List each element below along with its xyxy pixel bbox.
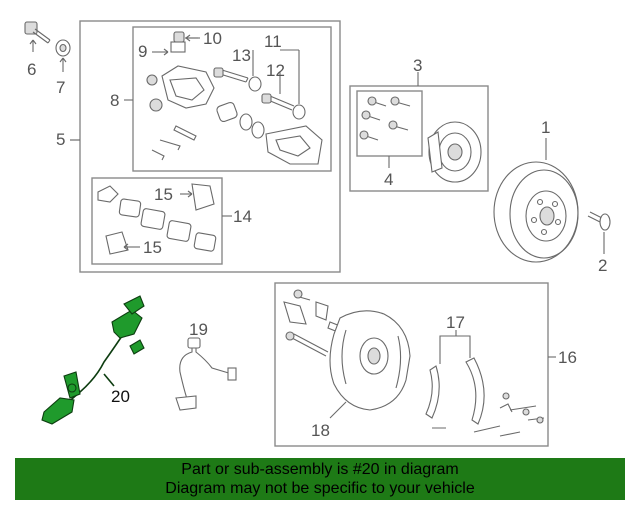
part-info-banner: Part or sub-assembly is #20 in diagram D… [15,458,625,500]
parking-brake-shoes-illustration [425,357,485,425]
callout-6: 6 [27,60,36,79]
callout-12: 12 [266,61,285,80]
backing-plate-illustration [329,310,411,411]
caliper-detail-box [132,26,332,172]
pin-clips-illustration [151,125,197,161]
pad-kit-box [91,177,223,265]
callout-9: 9 [138,42,147,61]
part-20-highlighted-illustration [41,295,145,425]
callout-15b: 15 [143,238,162,257]
sensor-19-illustration [175,337,237,411]
banner-line-disclaimer: Diagram may not be specific to your vehi… [165,480,475,497]
banner-line-part: Part or sub-assembly is #20 in diagram [181,461,459,478]
brake-rotor-illustration [493,161,579,263]
bleeder-screw-illustration [170,31,198,53]
callout-16: 16 [558,348,577,367]
hub-assembly-box [349,85,489,192]
callout-11: 11 [264,32,282,51]
caliper-assembly-box [79,20,341,273]
caliper-body-illustration [146,65,215,112]
callout-15a: 15 [154,185,173,204]
wheel-hub-illustration [427,121,482,183]
piston-seal-illustration [216,101,265,139]
rotor-screw-illustration [587,211,611,231]
parts-diagram: 1 2 3 4 5 6 7 8 9 10 11 12 13 14 15 15 1… [24,20,611,447]
callout-2: 2 [598,256,607,275]
hub-bolts-illustration [359,96,411,141]
callout-17: 17 [446,313,465,332]
shoe-springs-illustration [432,392,545,437]
callout-13: 13 [232,46,251,65]
callout-10: 10 [203,29,222,48]
guide-pin-bolts-illustration [213,67,306,120]
callout-8: 8 [110,91,119,110]
bolt-6-illustration [24,21,51,44]
callout-18: 18 [311,421,330,440]
callout-7: 7 [56,78,65,97]
pad-shims-illustration [105,183,215,255]
callout-14: 14 [233,207,252,226]
brake-pads-illustration [97,185,217,252]
caliper-bracket-illustration [265,125,323,165]
callout-1: 1 [541,118,550,137]
callout-20: 20 [111,387,130,406]
callout-5: 5 [56,130,65,149]
callout-4: 4 [384,170,393,189]
callout-3: 3 [413,56,422,75]
callout-19: 19 [189,320,208,339]
backing-plate-box [274,282,549,447]
washer-7-illustration [55,39,71,57]
parking-brake-hardware-illustration [283,289,341,357]
